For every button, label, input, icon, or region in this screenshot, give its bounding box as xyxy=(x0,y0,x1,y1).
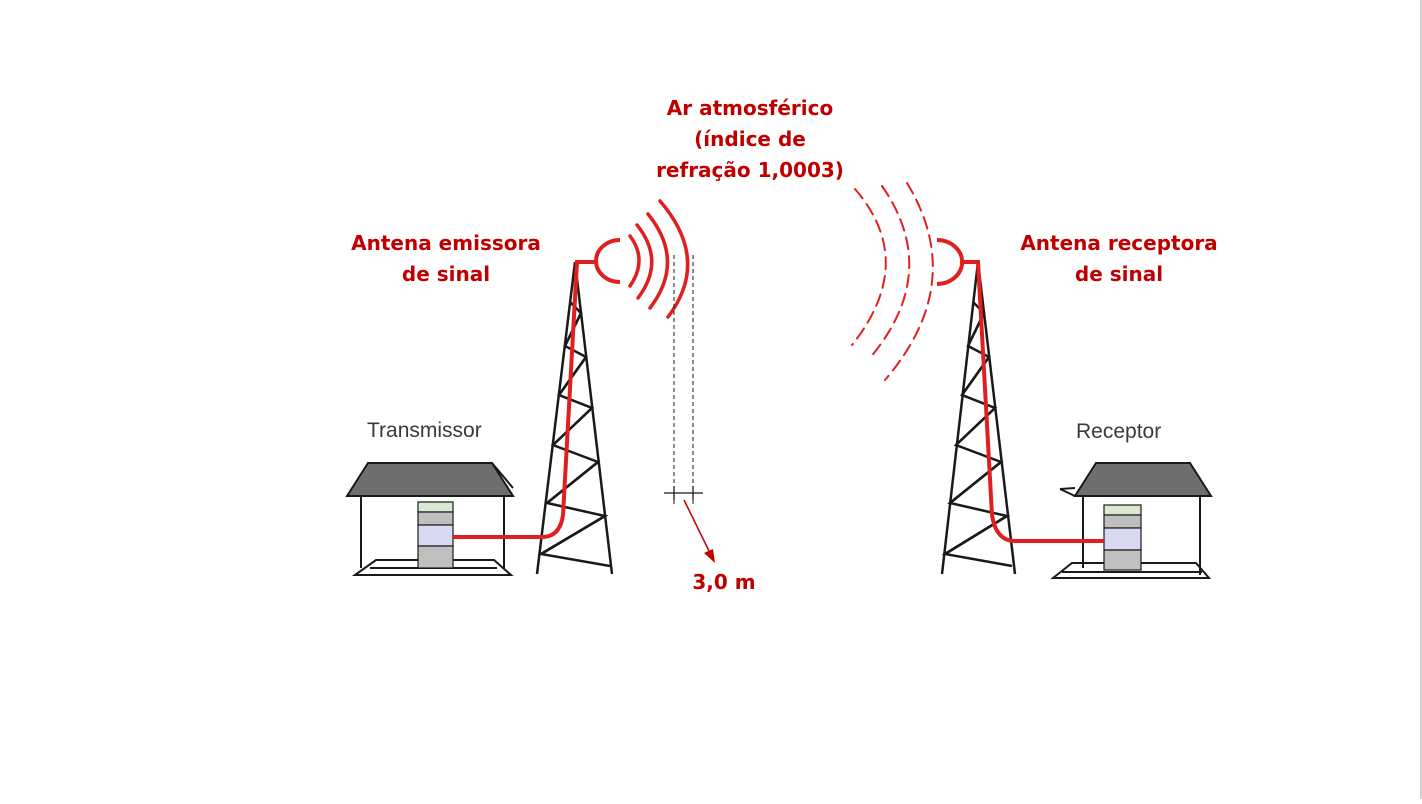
receiver-antenna-label-line-1: Antena receptora xyxy=(1020,231,1218,255)
received-wave-2 xyxy=(869,185,911,359)
emitter-antenna-label: Antena emissora de sinal xyxy=(343,228,549,290)
transmitter-tower-brace-e xyxy=(546,461,599,504)
wavelength-arrow xyxy=(683,499,715,563)
received-waves xyxy=(851,182,934,381)
wavelength-label: 3,0 m xyxy=(692,570,756,594)
receiver-house-floor xyxy=(1050,562,1212,579)
receiver-rack-unit-3 xyxy=(1103,527,1142,551)
medium-label-line-2: (índice de xyxy=(694,127,806,151)
wavelength-arrow-head xyxy=(704,549,715,563)
receiver-rack-unit-1 xyxy=(1103,504,1142,516)
receiver-tower xyxy=(940,261,1017,575)
receiver-cable xyxy=(976,261,1104,543)
received-wave-3 xyxy=(884,182,934,381)
transmitter-rack-unit-4 xyxy=(417,545,454,569)
receiver-house xyxy=(1050,462,1213,579)
emitter-antenna-label-line-1: Antena emissora xyxy=(351,231,541,255)
receiver-antenna-label-line-2: de sinal xyxy=(1074,262,1164,286)
transmitter-roof-edge xyxy=(491,462,514,489)
receiver-rack-unit-4 xyxy=(1103,549,1142,571)
emitter-antenna-dish xyxy=(594,238,621,284)
transmitter-rack-unit-3 xyxy=(417,524,454,547)
transmitter-tower xyxy=(535,261,614,575)
emitted-wave-3 xyxy=(646,212,670,310)
transmitter-house-label: Transmissor xyxy=(367,419,482,442)
transmitter-tower-brace-d xyxy=(552,407,593,446)
emitter-antenna-label-line-2: de sinal xyxy=(401,262,491,286)
receiver-roof-edge xyxy=(1059,487,1076,490)
transmitter-cable xyxy=(453,261,579,539)
transmitter-house-roof xyxy=(345,462,515,497)
receiver-roof-edge-2 xyxy=(1059,488,1076,497)
transmitter-tower-leg-left xyxy=(535,261,577,575)
transmitter-rack-unit-1 xyxy=(417,501,454,513)
receiver-tower-bracing xyxy=(941,301,1013,568)
emitted-wave-4 xyxy=(658,199,690,319)
transmitter-tower-bracing xyxy=(537,301,611,568)
receiver-antenna-dish xyxy=(936,238,965,286)
receiver-tower-brace-e xyxy=(949,461,1002,504)
receiver-tower-brace-d xyxy=(955,407,996,446)
emitted-waves xyxy=(628,199,690,319)
medium-label-line-1: Ar atmosférico xyxy=(666,96,834,120)
transmitter-house-floor xyxy=(351,559,514,576)
wavelength-arrow-shaft xyxy=(683,499,712,556)
medium-label: Ar atmosférico (índice de refração 1,000… xyxy=(650,93,850,186)
receiver-tower-leg-left xyxy=(940,261,980,575)
received-wave-1 xyxy=(851,188,887,346)
wavelength-marker xyxy=(664,255,703,505)
receiver-house-roof xyxy=(1073,462,1213,497)
receiver-rack xyxy=(1103,504,1142,571)
transmitter-rack xyxy=(417,501,454,569)
receiver-tower-brace-f xyxy=(944,514,1008,556)
emitted-wave-2 xyxy=(635,223,654,300)
emitted-wave-1 xyxy=(628,234,641,288)
receiver-house-label: Receptor xyxy=(1076,420,1162,443)
transmitter-tower-brace-f xyxy=(540,514,606,556)
transmitter-rack-unit-2 xyxy=(417,511,454,526)
transmitter-house xyxy=(345,462,515,576)
frame-edge xyxy=(1420,0,1422,799)
medium-label-line-3: refração 1,0003) xyxy=(656,158,844,182)
receiver-rack-unit-2 xyxy=(1103,514,1142,529)
receiver-antenna-label: Antena receptora de sinal xyxy=(1018,228,1220,290)
